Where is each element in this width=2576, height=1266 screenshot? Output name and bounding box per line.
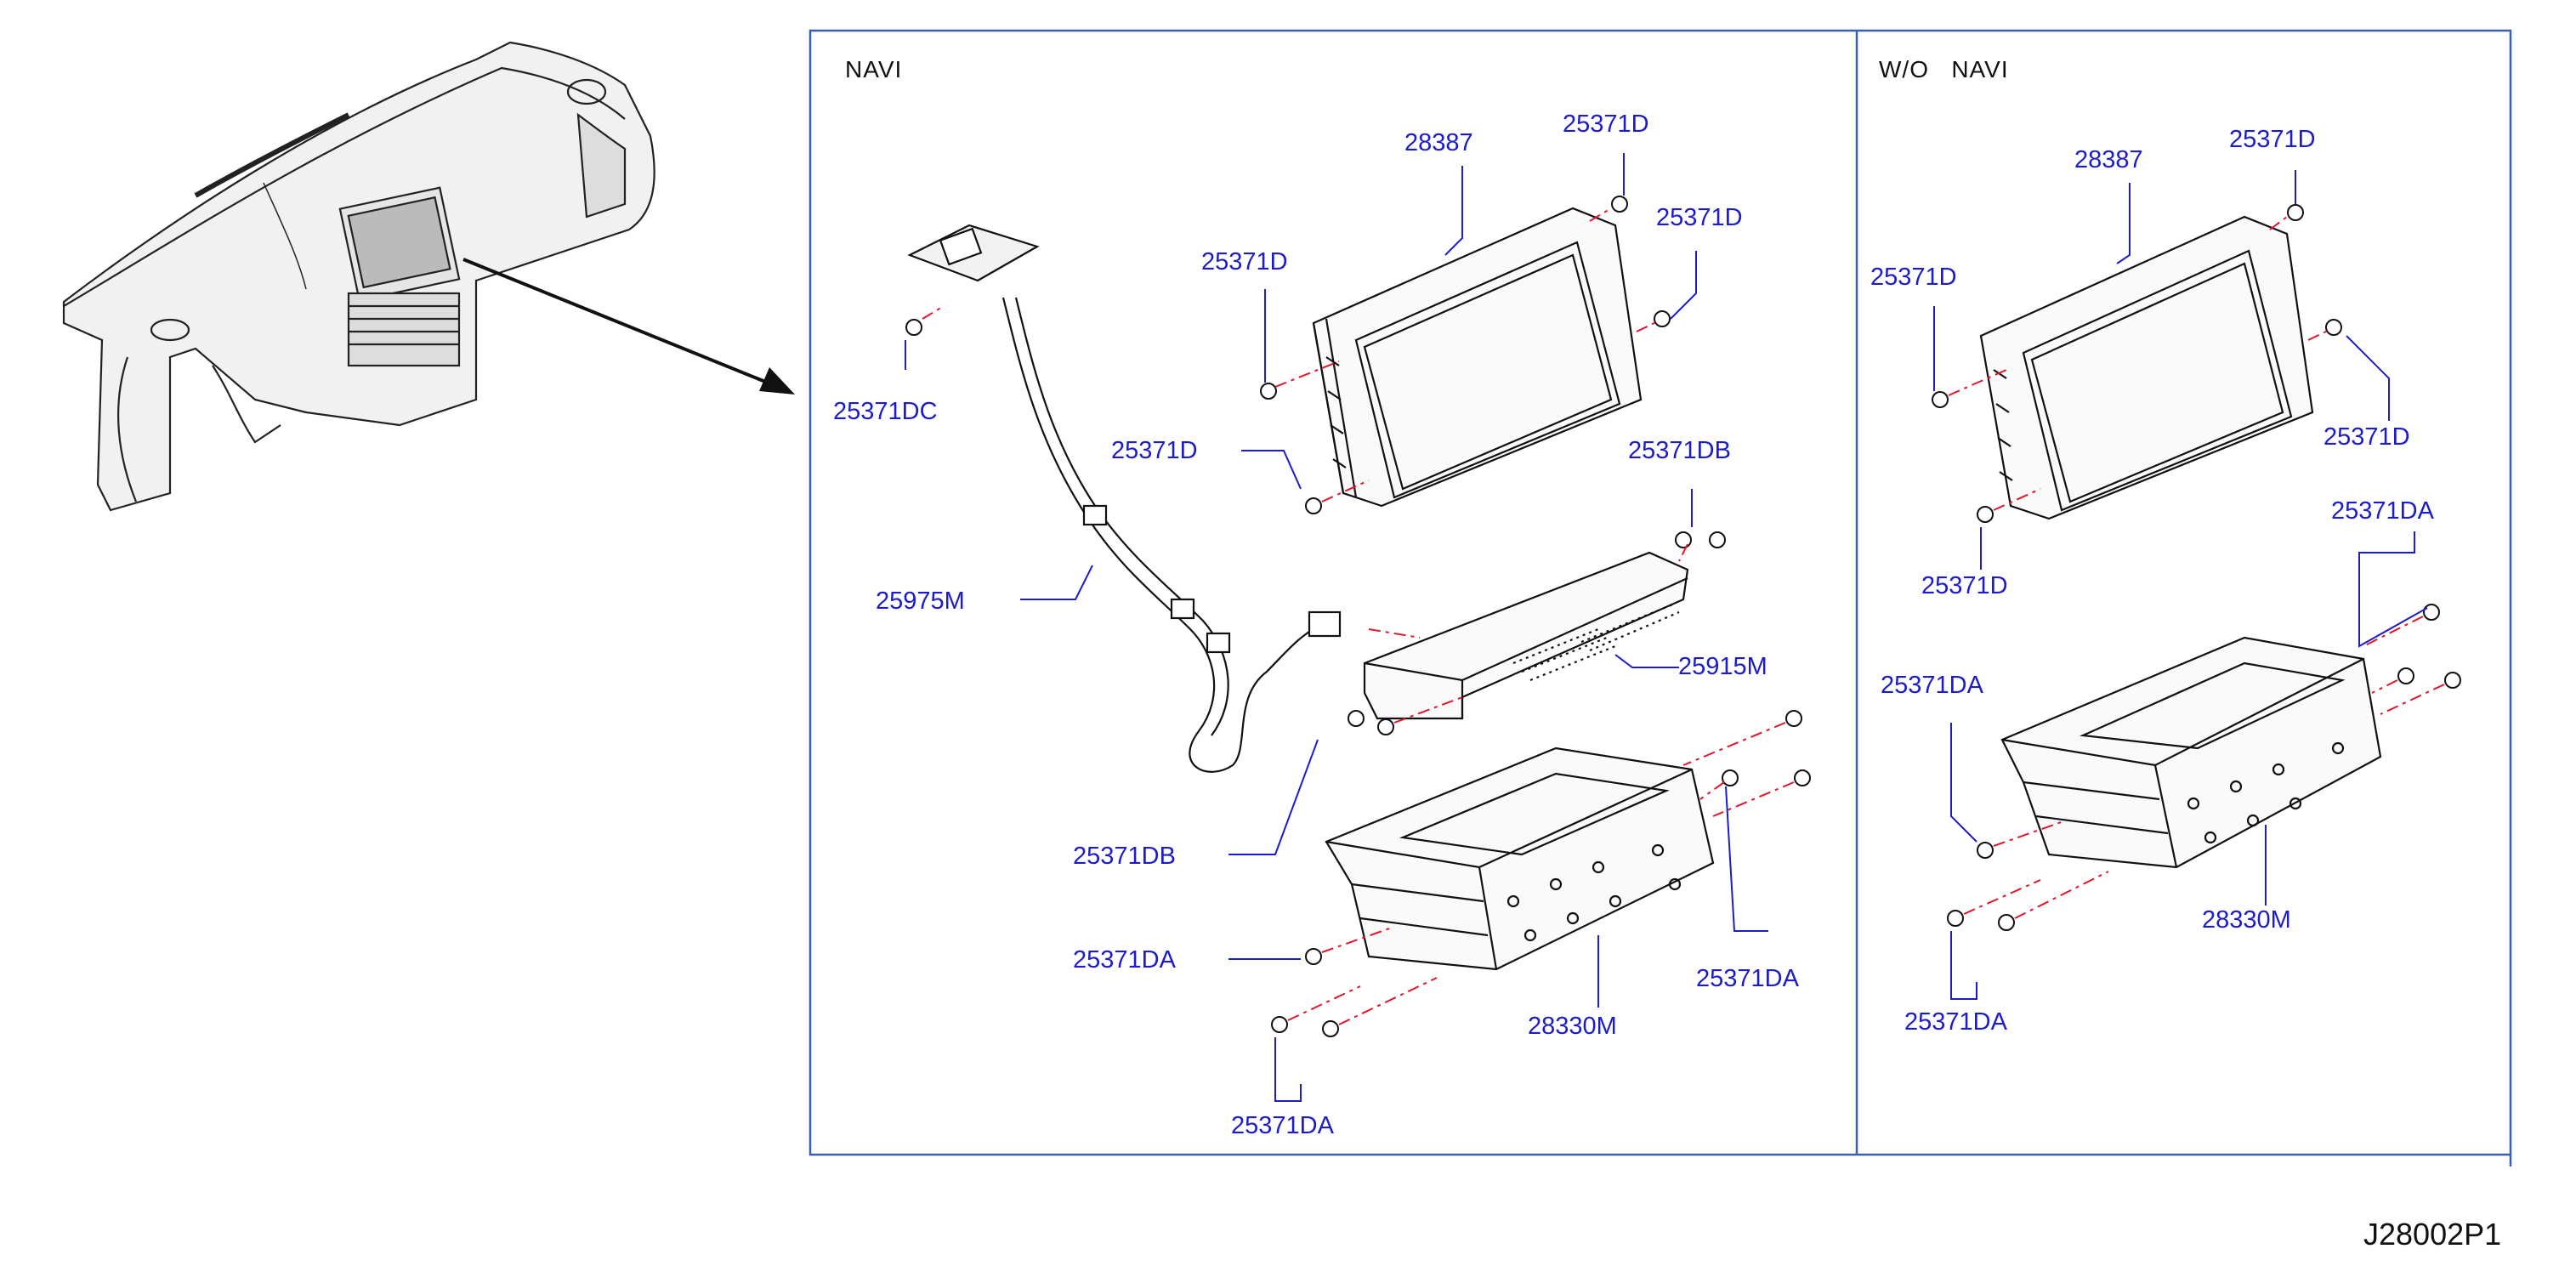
callout-25371D: 25371D <box>1656 204 1743 231</box>
callout-25915M: 25915M <box>1678 653 1767 680</box>
callout-25975M: 25975M <box>876 588 965 615</box>
callout-25371DA: 25371DA <box>1881 672 1983 699</box>
callout-25371D: 25371D <box>1870 264 1957 291</box>
callout-28330M: 28330M <box>2202 906 2291 934</box>
bracket-25915M <box>1363 551 1689 720</box>
panel-frame <box>809 29 2512 1167</box>
screws-wo <box>1932 204 2461 931</box>
alignment-dashes-navi <box>922 207 1795 1025</box>
callout-25371DB: 25371DB <box>1073 843 1176 870</box>
callout-25371DC: 25371DC <box>833 398 938 425</box>
callout-25371DA: 25371DA <box>1696 965 1799 992</box>
callout-28387: 28387 <box>1404 129 1473 156</box>
callout-25371DA: 25371DA <box>1231 1112 1334 1139</box>
callout-25371DB: 25371DB <box>1628 437 1731 464</box>
callout-28330M: 28330M <box>1528 1013 1617 1040</box>
display-unit-28387 <box>1312 207 1643 508</box>
display-unit-28387-wo <box>1979 215 2314 520</box>
dashboard-illustration <box>62 41 655 512</box>
callout-25371D: 25371D <box>1111 437 1198 464</box>
section-title-without-navi: W/O NAVI <box>1879 56 2009 82</box>
callout-25371D: 25371D <box>2324 423 2410 451</box>
leader-lines-wo <box>1933 170 2428 1000</box>
drawing-code: J28002P1 <box>2363 1217 2502 1252</box>
alignment-dashes-wo <box>1948 216 2445 919</box>
section-title-navi: NAVI <box>845 56 903 82</box>
callout-28387: 28387 <box>2074 146 2143 173</box>
callout-25371DA: 25371DA <box>1904 1008 2007 1036</box>
pointer-arrowhead <box>759 367 795 395</box>
callout-25371D: 25371D <box>1563 111 1649 138</box>
audio-unit-28330M-wo <box>2000 636 2382 869</box>
leader-lines-navi <box>905 153 1768 1102</box>
pointer-arrow <box>462 258 779 389</box>
screws-navi <box>905 196 1811 1037</box>
audio-unit-28330M <box>1325 747 1715 971</box>
callout-25371DA: 25371DA <box>2331 497 2434 525</box>
callout-25371D: 25371D <box>1201 248 1288 275</box>
callout-25371DA: 25371DA <box>1073 946 1176 974</box>
callout-25371D: 25371D <box>2229 126 2316 153</box>
callout-25371D: 25371D <box>1921 572 2008 599</box>
harness-25975M <box>907 224 1342 773</box>
